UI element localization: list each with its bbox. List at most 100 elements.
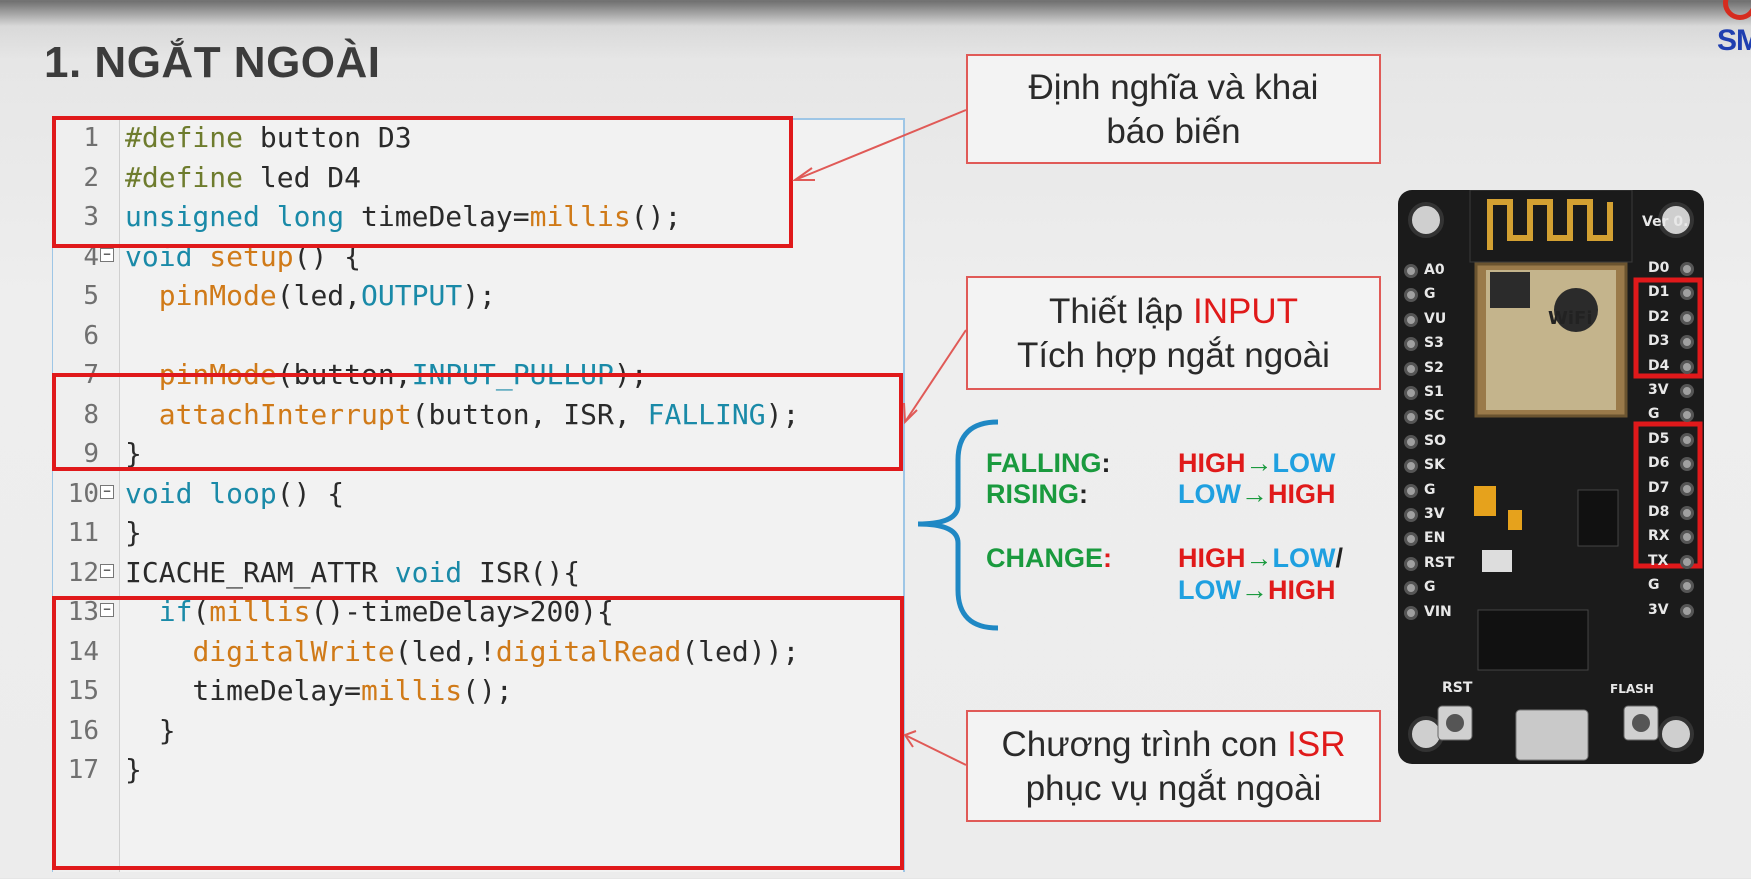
header-pin: [1404, 508, 1418, 522]
code-token: (: [192, 595, 210, 628]
pin-label: S2: [1424, 359, 1444, 376]
code-token: void: [125, 476, 193, 510]
code-token: (led,: [276, 279, 362, 312]
code-text: digitalWrite(led,!digitalRead(led));: [125, 630, 799, 674]
edge-rising-value: LOW→HIGH: [1178, 479, 1336, 509]
code-line: 12−ICACHE_RAM_ATTR void ISR(){: [53, 551, 953, 595]
header-pin: [1680, 530, 1694, 545]
header-pin: [1680, 359, 1694, 374]
code-token: attachInterrupt: [158, 397, 412, 431]
code-token: timeDelay=: [344, 200, 530, 233]
line-number: 10: [67, 478, 99, 509]
callout-setup-text: Thiết lập: [1049, 292, 1193, 331]
pin-label: SK: [1424, 457, 1445, 474]
code-token: led D4: [243, 160, 362, 194]
header-pin: [1404, 410, 1418, 425]
highlight-define-block: [52, 116, 793, 248]
pin-label: D8: [1648, 504, 1670, 520]
callout-define-line1: Định nghĩa và khai: [1028, 68, 1319, 107]
pin-label: D6: [1648, 455, 1670, 472]
code-token: millis: [361, 674, 463, 707]
pin-label: D5: [1648, 430, 1670, 447]
code-token: timeDelay=: [125, 674, 362, 707]
pin-label: SO: [1424, 432, 1446, 449]
code-text: }: [125, 709, 176, 753]
fold-toggle-icon[interactable]: −: [100, 247, 114, 262]
code-text: if(millis()-timeDelay>200){: [125, 590, 614, 634]
pin-label: G: [1648, 577, 1660, 594]
code-token: FALLING: [647, 397, 766, 431]
board-drawing: [1408, 190, 1703, 761]
code-line: 14 digitalWrite(led,!digitalRead(led));: [53, 630, 953, 674]
pin-label: D3: [1648, 333, 1670, 350]
code-token: ICACHE_RAM_ATTR: [125, 555, 395, 589]
code-text: }: [125, 511, 142, 555]
fold-toggle-icon[interactable]: −: [100, 603, 114, 617]
code-line: 13− if(millis()-timeDelay>200){: [53, 590, 953, 634]
callout-isr-line2: phục vụ ngắt ngoài: [1025, 769, 1322, 808]
line-number: 5: [83, 281, 99, 311]
rst-button-label: RST: [1442, 680, 1473, 696]
code-line: 9}: [53, 432, 953, 476]
pin-label: D0: [1648, 260, 1670, 276]
pin-label: SC: [1424, 408, 1445, 425]
code-text: }: [125, 432, 142, 476]
code-line: 11}: [53, 511, 953, 555]
line-number: 3: [83, 202, 99, 232]
code-token: }: [125, 437, 142, 470]
pin-label: S3: [1424, 335, 1444, 352]
header-pin: [1404, 361, 1418, 376]
header-pin: [1404, 288, 1418, 303]
pin-label: G: [1424, 579, 1436, 596]
pin-label: RST: [1424, 554, 1455, 571]
pin-label: D1: [1648, 284, 1670, 301]
code-text: attachInterrupt(button, ISR, FALLING);: [125, 393, 800, 437]
code-token: OUTPUT: [361, 279, 463, 312]
edge-falling-label: FALLING:: [986, 448, 1111, 478]
pin-label: S1: [1424, 384, 1444, 400]
pin-label: 3V: [1424, 506, 1445, 522]
code-token: unsigned long: [125, 200, 345, 233]
header-pin: [1680, 384, 1694, 398]
pin-label: 3V: [1648, 382, 1669, 398]
line-number: 9: [83, 439, 99, 469]
edge-rising-label: RISING:: [986, 479, 1089, 509]
logo-ring-icon: [1723, 0, 1751, 20]
header-pin: [1680, 432, 1694, 447]
line-number: 15: [67, 676, 99, 706]
header-pin: [1404, 532, 1418, 547]
line-number: 14: [67, 636, 99, 667]
board-version-label: Ver 0.: [1642, 214, 1689, 230]
header-pin: [1404, 337, 1418, 352]
callout-setup-line1: Thiết lập INPUT: [968, 290, 1379, 334]
header-pin: [1680, 335, 1694, 350]
code-text: #define button D3: [125, 116, 412, 160]
pin-label: RX: [1648, 528, 1670, 545]
fold-toggle-icon[interactable]: −: [100, 484, 114, 499]
pin-label: D7: [1648, 479, 1670, 496]
code-token: loop: [209, 476, 277, 510]
callout-define-line2: báo biến: [1106, 112, 1241, 151]
code-token: );: [765, 397, 800, 431]
callout-define: Định nghĩa và khai báo biến: [966, 54, 1381, 164]
callout-isr-line1: Chương trình con ISR: [968, 723, 1379, 767]
code-token: millis: [209, 595, 311, 628]
line-number: 13: [67, 597, 99, 627]
arrow-isr: [904, 734, 967, 766]
pin-label: TX: [1648, 552, 1669, 569]
fold-toggle-icon[interactable]: −: [100, 563, 114, 578]
code-token: #define: [125, 121, 244, 154]
line-number: 8: [83, 399, 99, 430]
pin-label: VIN: [1424, 603, 1452, 620]
code-line: 2#define led D4: [53, 156, 953, 200]
code-token: (button, ISR,: [411, 397, 648, 431]
code-token: #define: [125, 160, 244, 194]
code-line: 1#define button D3: [53, 116, 953, 160]
pin-label: VU: [1424, 310, 1447, 327]
header-pin: [1404, 312, 1418, 327]
pin-label: G: [1648, 406, 1660, 423]
code-line: 17}: [53, 748, 953, 792]
code-token: void: [394, 555, 463, 589]
